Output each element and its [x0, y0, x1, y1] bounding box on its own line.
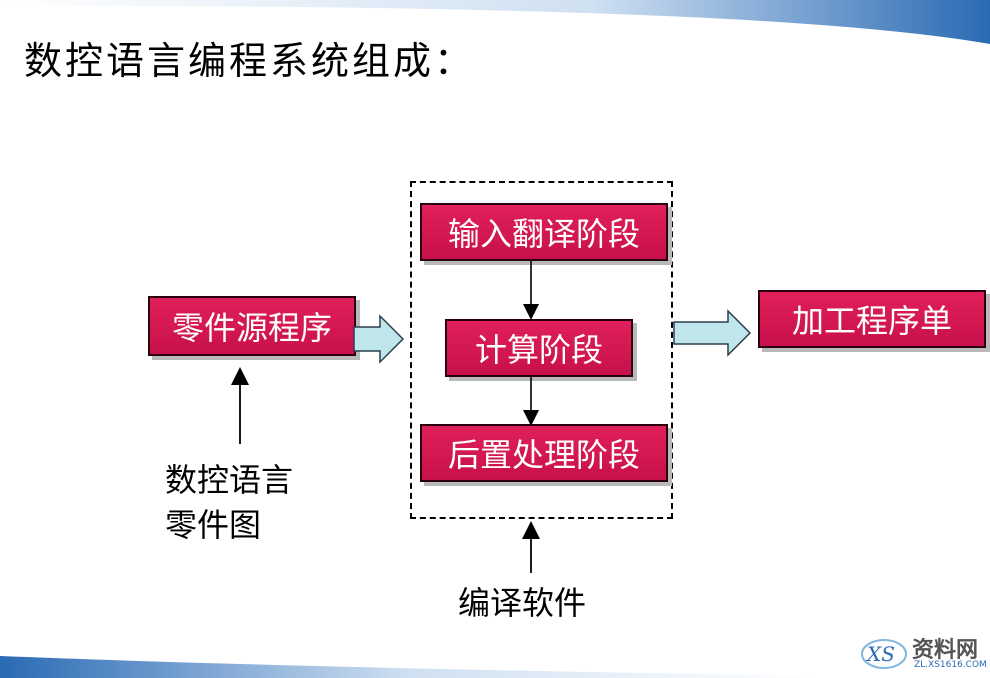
post-processing-box: 后置处理阶段: [420, 424, 668, 482]
compiler-boundary: [410, 181, 673, 519]
watermark-brand: 资料网: [912, 638, 979, 663]
drawing-label-line1: 数控语言: [165, 461, 294, 499]
xs-logo-icon: XS: [861, 639, 907, 669]
input-translation-box: 输入翻译阶段: [420, 203, 668, 261]
flow-arrow-in: [353, 314, 405, 364]
bottom-decoration: [0, 656, 820, 678]
source-program-box: 零件源程序: [148, 296, 356, 356]
machining-sheet-box: 加工程序单: [758, 290, 986, 348]
compiler-software-label: 编译软件: [458, 584, 587, 622]
watermark-logo: XS 资料网 ZL.XS1616.COM: [858, 630, 988, 676]
svg-text:XS: XS: [865, 642, 895, 666]
top-decoration: [0, 0, 990, 44]
flow-arrow-out: [673, 309, 752, 357]
drawing-label-line2: 零件图: [165, 506, 262, 544]
page-title: 数控语言编程系统组成：: [24, 39, 476, 83]
watermark-url: ZL.XS1616.COM: [914, 660, 987, 670]
calculation-box: 计算阶段: [445, 319, 633, 377]
